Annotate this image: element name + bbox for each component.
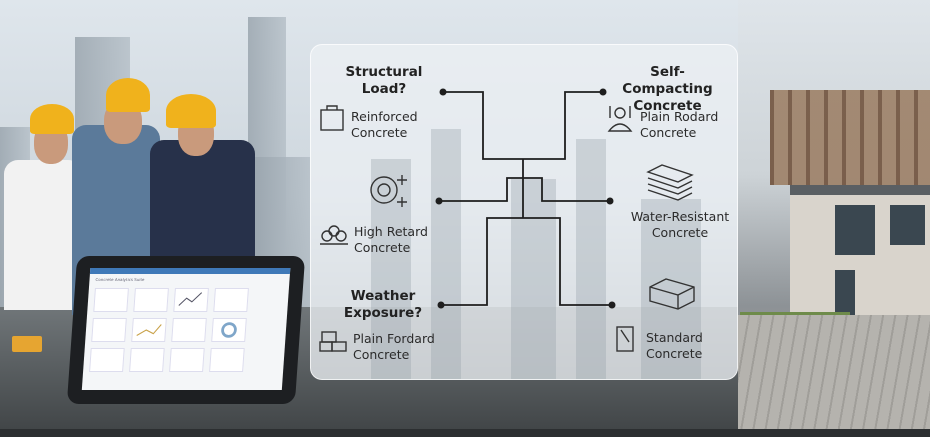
box-icon	[649, 278, 695, 310]
door-icon	[616, 326, 634, 352]
question-weather-exposure: Weather Exposure?	[343, 288, 423, 321]
modern-house	[790, 185, 930, 315]
outcome-reinforced: Reinforced Concrete	[351, 109, 418, 140]
bag-icon	[320, 105, 344, 131]
cloud-tree-icon	[320, 225, 348, 245]
connector-structural	[443, 91, 603, 160]
dashboard-widget	[211, 318, 247, 342]
dashboard-widget	[131, 318, 167, 342]
sample-brick	[12, 336, 42, 352]
node-dot	[439, 88, 447, 96]
outcome-plain-rodard: Plain Rodard Concrete	[640, 109, 719, 140]
question-structural-load: Structural Load?	[345, 64, 423, 97]
outcome-plain-fordard: Plain Fordard Concrete	[353, 331, 435, 362]
node-dot	[435, 197, 443, 205]
connector-weather	[441, 217, 612, 306]
tablet: Concrete Analytics Suite	[66, 256, 306, 404]
outcome-standard: Standard Concrete	[646, 330, 703, 361]
ring-plus-icon	[370, 175, 407, 207]
dashboard-widget	[173, 288, 209, 312]
outcome-high-retard: High Retard Concrete	[354, 224, 428, 255]
node-dot	[437, 301, 445, 309]
blocks-icon	[319, 331, 347, 352]
node-dot	[608, 301, 616, 309]
dashboard-screen: Concrete Analytics Suite	[81, 268, 291, 390]
node-dot	[599, 88, 607, 96]
node-dot	[606, 197, 614, 205]
bottom-strip	[0, 429, 930, 437]
decision-diagram-panel	[310, 44, 738, 380]
stacked-slabs-icon	[646, 164, 694, 201]
outcome-self-compacting: Self-Compacting Concrete	[622, 64, 713, 114]
paving	[738, 315, 930, 437]
connector-middle-left	[439, 177, 610, 202]
construction-frame	[770, 90, 930, 185]
outcome-water-resistant: Water-Resistant Concrete	[630, 209, 730, 240]
worker-icon	[607, 106, 633, 132]
